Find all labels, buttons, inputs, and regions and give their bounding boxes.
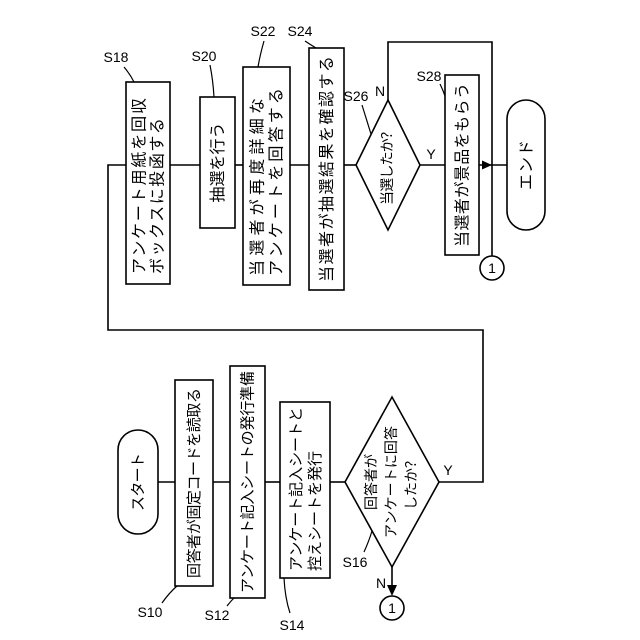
off-page-connector-out-label: 1 bbox=[388, 600, 396, 616]
step-s14-leader bbox=[284, 578, 290, 613]
step-s18-leader bbox=[124, 67, 134, 82]
step-s14-id: S14 bbox=[280, 617, 305, 633]
step-s28-text: 当選者が景品をもらう bbox=[453, 83, 472, 247]
arrowhead bbox=[482, 161, 492, 170]
step-s22-leader bbox=[258, 41, 264, 67]
step-s24-leader bbox=[305, 41, 316, 48]
step-s12-id: S12 bbox=[205, 607, 230, 623]
step-s10-id: S10 bbox=[138, 604, 163, 620]
step-s20-text: 抽選を行う bbox=[208, 123, 227, 203]
step-s20-id: S20 bbox=[192, 48, 217, 64]
step-s20-leader bbox=[210, 65, 214, 97]
step-s24-id: S24 bbox=[288, 23, 313, 39]
decision-s16-yes-label: Y bbox=[443, 462, 453, 478]
decision-s16-no-label: N bbox=[376, 575, 386, 591]
step-s12-text: アンケート記入シートの発行準備 bbox=[239, 371, 257, 593]
arrowhead bbox=[387, 585, 397, 596]
step-s14-text-line2: 控えシートを発行 bbox=[306, 451, 324, 571]
step-s14-text-line1: アンケート記入シートと bbox=[287, 407, 305, 571]
decision-s16-text-line3: したか？ bbox=[404, 454, 420, 510]
step-s18-text-line2: ボックスに投函する bbox=[148, 118, 167, 274]
decision-s26-id: S26 bbox=[344, 88, 369, 104]
start-label: スタート bbox=[129, 453, 147, 511]
decision-s26-text: 当選したか？ bbox=[380, 125, 396, 205]
step-s22-id: S22 bbox=[251, 23, 276, 39]
end-label: エンド bbox=[517, 140, 536, 190]
decision-s16-id: S16 bbox=[343, 554, 368, 570]
decision-s26-no-label: N bbox=[375, 83, 385, 99]
decision-s26-leader bbox=[362, 105, 371, 134]
decision-s16-text-line2: アンケートに回答 bbox=[383, 426, 400, 538]
off-page-connector-in-label: 1 bbox=[488, 260, 496, 276]
step-s28-id: S28 bbox=[417, 68, 442, 84]
step-s10-text: 回答者が固定コードを読取る bbox=[185, 388, 203, 578]
step-s22-text-line1: 当選者が再度詳細な bbox=[248, 98, 267, 276]
step-s10-leader bbox=[162, 586, 177, 603]
step-s18-text-line1: アンケート用紙を回収 bbox=[130, 98, 149, 274]
decision-s26-yes-label: Y bbox=[426, 146, 436, 162]
step-s12-leader bbox=[227, 598, 234, 606]
step-s18-id: S18 bbox=[104, 49, 129, 65]
decision-s16-text-line1: 回答者が bbox=[363, 454, 380, 510]
decision-s16-leader bbox=[364, 531, 372, 552]
